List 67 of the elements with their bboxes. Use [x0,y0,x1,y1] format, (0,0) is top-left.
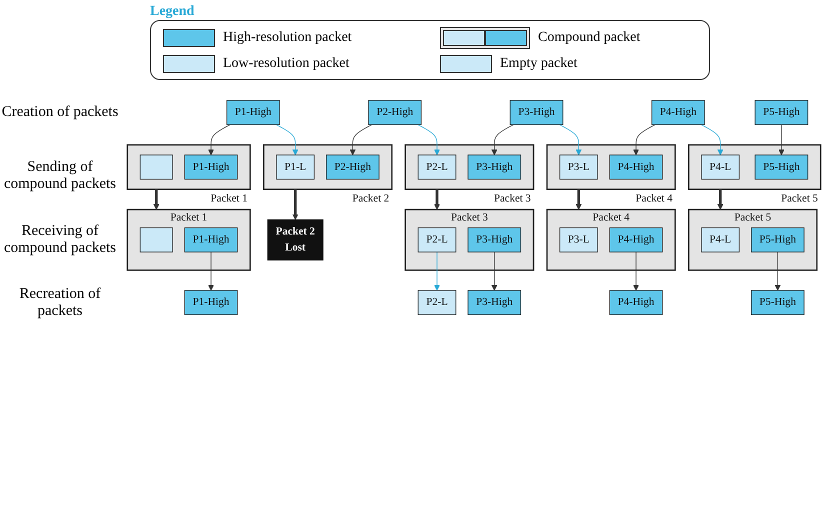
legend-text: Empty packet [500,56,578,72]
node-box: P5-High [751,290,804,316]
node-label: Packet 4 [636,192,672,204]
row-label: Recreation of packets [18,286,102,320]
node-box: P2-High [368,100,422,125]
node-box: P4-High [609,290,663,316]
arrow [576,189,582,210]
node-box [140,154,173,180]
row-label: Receiving of compound packets [2,222,118,257]
node-box: P1-High [184,227,238,252]
node-box: P3-High [510,100,564,125]
cluster [126,144,251,190]
node-box: P3-L [559,227,598,252]
arrow [434,189,440,210]
arrow [208,124,231,156]
node-box [140,227,173,252]
legend-heading: Legend [150,4,196,20]
row-label: Sending of compound packets [2,158,118,193]
legend-text: Low-resolution packet [223,56,350,72]
node-box: P1-High [184,154,238,180]
node-box: P4-L [701,154,740,180]
arrow [700,124,724,156]
arrow [778,124,784,156]
node-label: Packet 2 [352,192,390,204]
node-box: P5-High [754,154,808,180]
arrow [633,124,656,156]
node-box: P3-L [559,154,598,180]
arrow [491,252,498,291]
node-box: P1-L [276,154,315,180]
node-box: P4-High [609,227,663,252]
arrow [153,189,160,210]
node-box: P3-High [468,227,522,252]
node-box: P2-L [418,227,456,252]
row-label: Creation of packets [0,104,120,122]
arrow [350,124,372,156]
arrow [491,124,514,156]
cluster [546,144,676,190]
arrow [559,124,582,156]
node-box: P3-High [468,154,522,180]
cluster [404,144,534,190]
arrow [418,124,440,156]
arrow [633,252,639,291]
node-box: P4-High [652,100,705,125]
node-label: Packet 5 [781,192,818,204]
node-box: Packet 2 Lost [267,219,324,260]
node-box: P4-L [701,227,740,252]
node-box: P5-High [754,100,808,125]
arrow [434,252,440,291]
node-box: P4-High [609,154,663,180]
arrow [774,252,781,291]
node-label: Packet 1 [210,192,248,204]
node-box: P2-L [418,290,456,316]
arrow [208,252,214,291]
arrow [276,124,298,156]
legend-text: Compound packet [538,30,640,46]
arrow [717,189,724,210]
cluster [688,144,822,190]
cluster [263,144,393,190]
node-box: P1-High [184,290,238,316]
node-box: P2-High [326,154,380,180]
node-box: P1-High [226,100,280,125]
legend-text: High-resolution packet [223,30,352,46]
node-label: Packet 3 [494,192,531,204]
arrow [292,189,298,220]
node-box: P5-High [751,227,804,252]
node-box: P3-High [468,290,522,316]
node-box: P2-L [418,154,456,180]
